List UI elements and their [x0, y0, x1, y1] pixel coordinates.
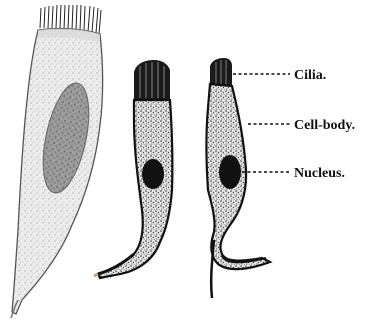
large-ciliated-cell	[11, 5, 103, 318]
label-cell-body: Cell-body.	[294, 118, 355, 133]
middle-cell-body	[98, 100, 172, 278]
middle-cell-nucleus	[142, 159, 164, 189]
label-cilia: Cilia.	[294, 68, 326, 83]
middle-ciliated-cell	[94, 60, 172, 278]
right-ciliated-cell	[207, 58, 271, 298]
label-nucleus: Nucleus.	[294, 166, 345, 181]
right-cell-nucleus	[219, 155, 241, 189]
